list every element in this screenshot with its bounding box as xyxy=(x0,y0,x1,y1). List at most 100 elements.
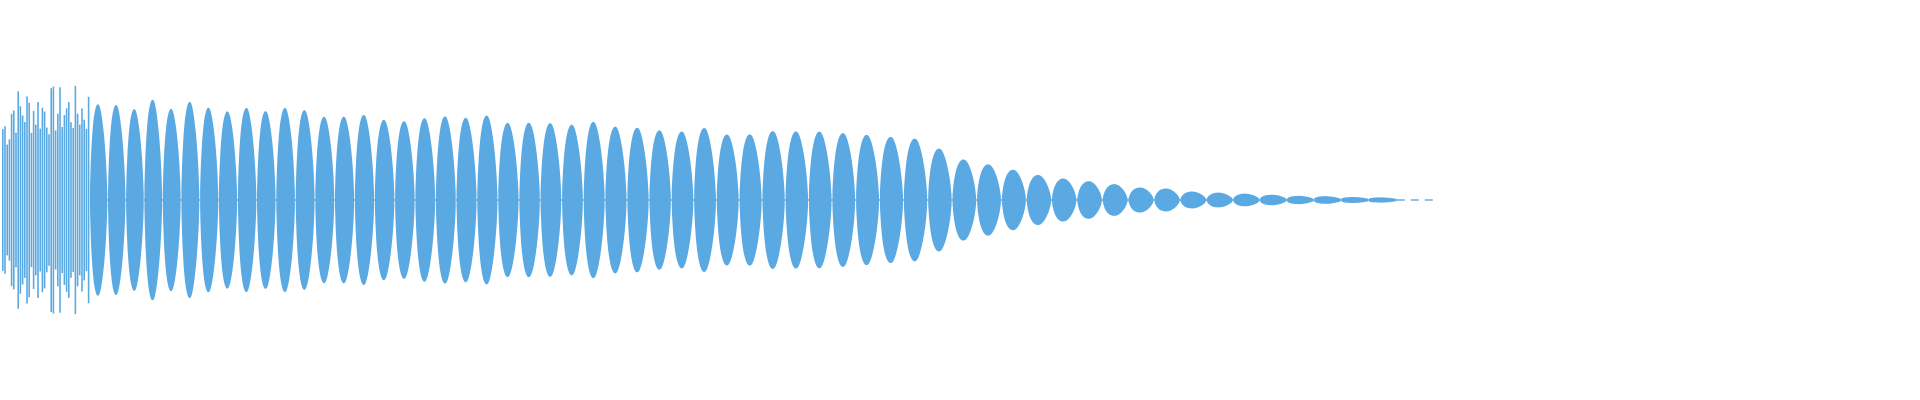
waveform-lobe xyxy=(1180,191,1206,209)
waveform-spike xyxy=(85,128,88,272)
waveform-spike xyxy=(76,113,79,287)
waveform-spike xyxy=(32,110,35,290)
waveform-lobe xyxy=(218,111,238,289)
waveform-centerline xyxy=(693,199,695,201)
waveform-centerline xyxy=(761,199,763,201)
waveform-centerline xyxy=(1313,199,1315,201)
waveform-lobe xyxy=(583,121,605,279)
waveform-centerline xyxy=(294,199,297,201)
waveform-lobe xyxy=(1233,193,1260,207)
waveform-centerline xyxy=(1025,199,1028,201)
waveform-spike xyxy=(48,134,50,266)
waveform-lobe xyxy=(1128,187,1154,213)
waveform-lobe xyxy=(162,108,181,292)
waveform-spike xyxy=(59,87,61,313)
waveform-centerline xyxy=(1395,199,1398,201)
waveform-tail-dash xyxy=(1424,199,1433,201)
waveform-spike xyxy=(72,127,74,273)
waveform-centerline xyxy=(582,199,585,201)
waveform-centerline xyxy=(855,199,857,201)
waveform-spike xyxy=(26,96,28,304)
waveform-lobe xyxy=(200,107,219,293)
waveform-spike xyxy=(6,144,8,256)
waveform-lobe xyxy=(1052,178,1077,222)
waveform-lobe xyxy=(739,134,762,266)
waveform-centerline xyxy=(1368,199,1370,201)
waveform-centerline xyxy=(903,199,905,201)
waveform-spike xyxy=(57,113,59,287)
waveform-lobe xyxy=(605,126,627,274)
waveform-lobe xyxy=(649,130,671,270)
waveform-lobe xyxy=(108,105,126,295)
waveform-lobe xyxy=(181,101,200,299)
waveform-tail-dash xyxy=(1410,199,1419,201)
waveform-spike xyxy=(74,85,77,315)
waveform-spike xyxy=(37,102,39,298)
waveform-spike xyxy=(17,91,19,309)
waveform-centerline xyxy=(414,199,416,201)
waveform-lobe xyxy=(928,148,952,252)
waveform-spike xyxy=(43,111,46,289)
waveform-centerline xyxy=(1259,199,1261,201)
waveform-spike xyxy=(28,102,30,298)
waveform-spike xyxy=(41,107,44,293)
waveform-lobe xyxy=(562,124,583,276)
waveform-centerline xyxy=(455,199,457,201)
waveform-lobe xyxy=(785,131,808,269)
waveform-spike xyxy=(50,88,52,312)
waveform-centerline xyxy=(648,199,650,201)
waveform-spike xyxy=(10,113,13,287)
waveform-centerline xyxy=(1286,199,1288,201)
waveform-centerline xyxy=(808,199,810,201)
waveform-lobe xyxy=(335,116,355,284)
waveform-centerline xyxy=(125,199,127,201)
waveform-lobe xyxy=(144,99,163,301)
waveform-centerline xyxy=(143,199,145,201)
waveform-lobe xyxy=(295,110,315,290)
waveform-lobe xyxy=(716,134,739,266)
waveform-centerline xyxy=(951,199,954,201)
waveform-group xyxy=(2,85,1433,315)
waveform-lobe xyxy=(856,134,879,266)
waveform-spike xyxy=(87,96,90,304)
waveform-lobe xyxy=(90,104,108,296)
waveform-lobe xyxy=(1001,169,1026,231)
waveform-centerline xyxy=(354,199,356,201)
waveform-spike xyxy=(24,122,26,278)
waveform-spike xyxy=(54,130,57,270)
waveform-centerline xyxy=(927,199,929,201)
waveform-lobe xyxy=(1206,192,1233,208)
waveform-spike xyxy=(8,139,11,261)
waveform-spike xyxy=(2,129,4,271)
waveform-lobe xyxy=(694,128,716,272)
waveform-spike xyxy=(81,108,83,292)
waveform-lobe xyxy=(1077,181,1102,219)
waveform-centerline xyxy=(435,199,437,201)
waveform-centerline xyxy=(199,199,201,201)
waveform-lobe xyxy=(627,127,649,273)
waveform-centerline xyxy=(670,199,673,201)
waveform-centerline xyxy=(518,199,520,201)
waveform-lobe xyxy=(395,121,415,279)
waveform-lobe xyxy=(1369,197,1396,203)
waveform-lobe xyxy=(952,159,977,241)
waveform-lobe xyxy=(477,115,498,285)
waveform-centerline xyxy=(256,199,258,201)
waveform-lobe xyxy=(415,118,436,282)
waveform-centerline xyxy=(1076,199,1078,201)
waveform-spike xyxy=(79,124,81,276)
waveform-centerline xyxy=(334,199,336,201)
waveform-spike xyxy=(13,110,15,290)
waveform-spike xyxy=(46,127,48,273)
waveform-centerline xyxy=(476,199,478,201)
waveform-centerline xyxy=(561,199,563,201)
waveform-spike xyxy=(68,102,70,298)
waveform-lobe xyxy=(435,116,456,284)
waveform-spike xyxy=(70,122,72,278)
waveform-lobe xyxy=(1102,184,1128,216)
waveform-lobe xyxy=(977,164,1001,236)
waveform-lobe xyxy=(762,131,785,269)
waveform-centerline xyxy=(539,199,542,201)
waveform-lobe xyxy=(1287,195,1314,205)
